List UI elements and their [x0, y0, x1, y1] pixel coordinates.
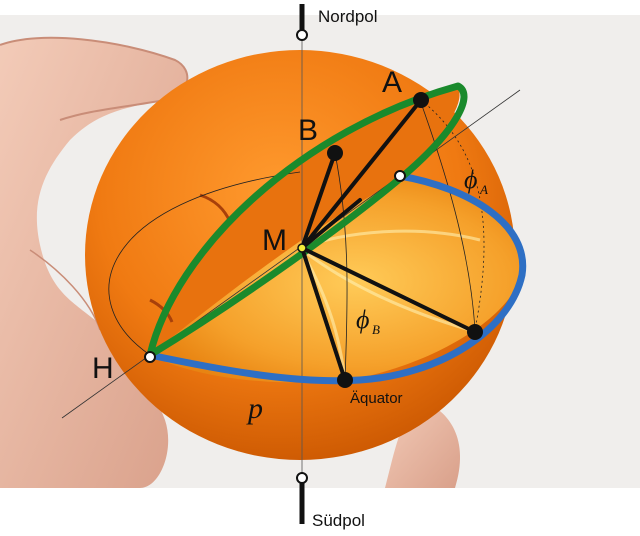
equator-node-point [394, 170, 406, 182]
point-a [413, 92, 429, 108]
south-pole-point [296, 472, 308, 484]
point-b-label: B [298, 114, 318, 147]
point-h-label: H [92, 352, 114, 385]
point-b [327, 145, 343, 161]
radii [300, 98, 477, 382]
point-m [297, 243, 307, 253]
north-pole-label: Nordpol [318, 7, 378, 26]
svg-text:ϕ: ϕ [464, 165, 477, 194]
great-circle-p [146, 82, 468, 359]
phi-b-label: ϕ B [356, 305, 380, 337]
point-a-label: A [382, 66, 402, 99]
orange-illustration [85, 50, 523, 460]
great-circle-p-label: p [246, 392, 263, 425]
point-h [144, 351, 156, 363]
svg-text:A: A [479, 182, 488, 197]
construction-lines [61, 20, 521, 500]
equator-label: Äquator [350, 390, 403, 407]
svg-text:B: B [372, 322, 380, 337]
south-pole-label: Südpol [312, 511, 365, 530]
point-a-equator [467, 324, 483, 340]
svg-text:ϕ: ϕ [356, 305, 369, 334]
north-pole-point [296, 29, 308, 41]
equator-circle [146, 172, 527, 385]
point-m-label: M [262, 224, 287, 257]
phi-a-label: ϕ A [464, 165, 488, 197]
point-b-equator [337, 372, 353, 388]
